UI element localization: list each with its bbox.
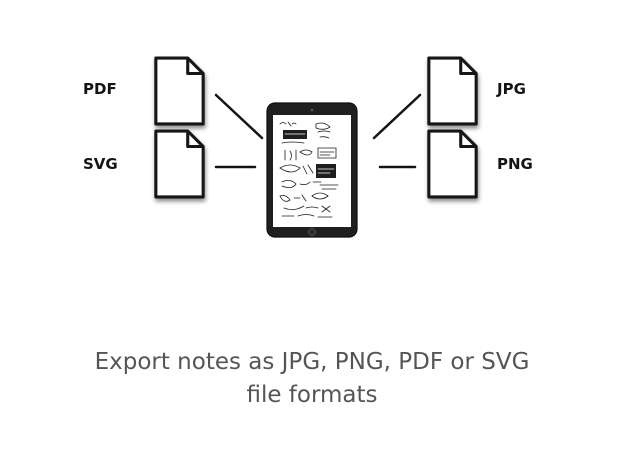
- format-label-pdf: PDF: [83, 80, 117, 98]
- format-label-png: PNG: [497, 155, 533, 173]
- tablet-icon: [266, 102, 358, 238]
- connector-jpg: [372, 93, 422, 140]
- format-label-svg: SVG: [83, 155, 118, 173]
- caption-line-1: Export notes as JPG, PNG, PDF or SVG: [94, 349, 530, 375]
- connector-lines: [214, 93, 422, 169]
- format-label-jpg: JPG: [496, 80, 526, 98]
- file-icon: [154, 56, 205, 126]
- export-diagram: PDF SVG JPG PNG: [83, 56, 533, 238]
- file-icon: [427, 129, 478, 199]
- caption: Export notes as JPG, PNG, PDF or SVG fil…: [0, 346, 624, 412]
- file-icon: [154, 129, 205, 199]
- connector-pdf: [214, 93, 264, 140]
- file-icon: [427, 56, 478, 126]
- sketch-notes: [279, 121, 339, 218]
- caption-line-2: file formats: [246, 382, 378, 408]
